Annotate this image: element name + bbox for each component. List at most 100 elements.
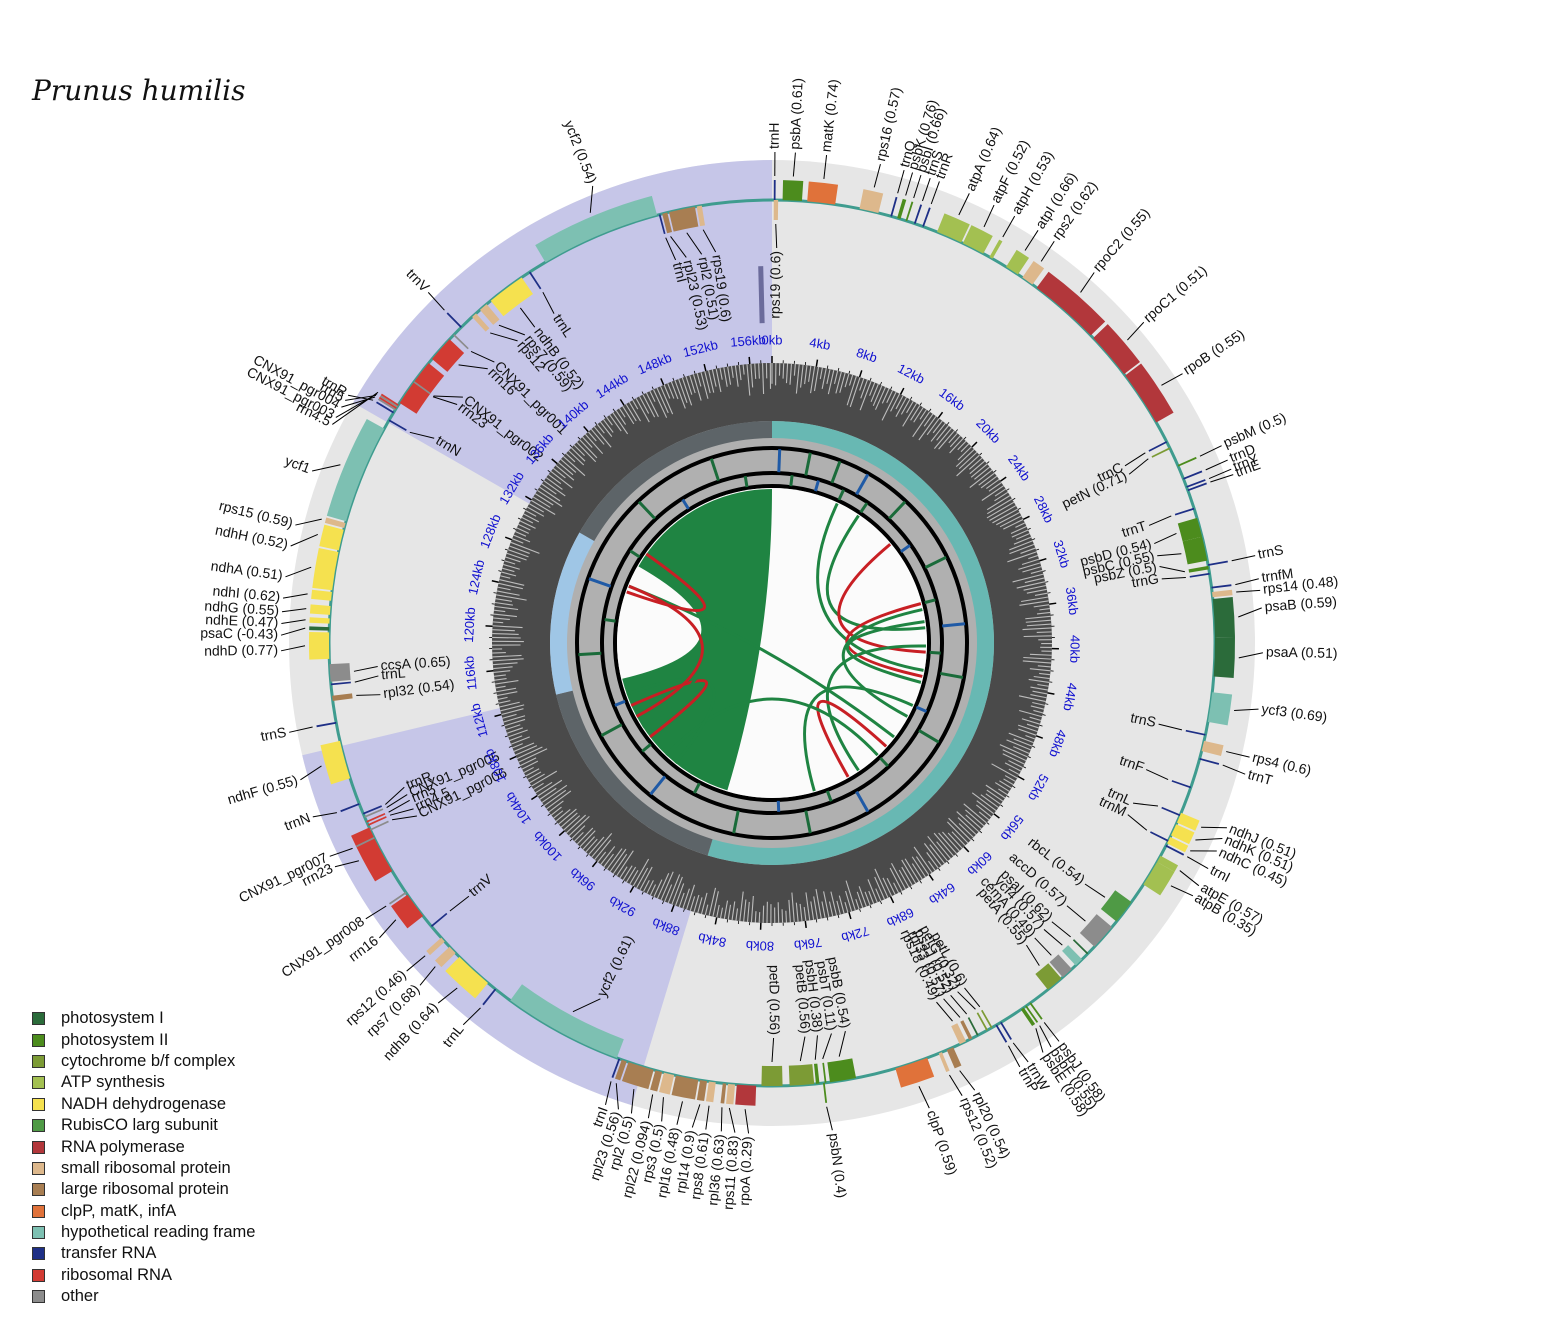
gc-bar	[525, 509, 537, 517]
gene-leader	[728, 1107, 736, 1133]
gc-bar	[682, 888, 690, 909]
gc-bar	[671, 876, 683, 905]
gc-bar	[548, 473, 562, 485]
gene-block	[1176, 812, 1200, 831]
gc-bar	[1004, 762, 1022, 772]
gc-bar	[1024, 577, 1045, 584]
gc-bar	[1004, 775, 1016, 782]
gc-bar	[646, 880, 654, 894]
repeat-mark	[929, 650, 941, 655]
legend-label: small ribosomal protein	[61, 1158, 231, 1177]
gene-block	[981, 1009, 993, 1029]
scale-tick-label: 84kb	[697, 930, 728, 950]
scale-minor-tick	[837, 367, 840, 372]
gene-block	[890, 196, 898, 217]
gene-label: psaA (0.51)	[1266, 644, 1338, 661]
gene-block	[311, 589, 332, 601]
gene-label: ycf1	[283, 452, 313, 476]
scale-minor-tick	[540, 804, 544, 807]
legend-label: large ribosomal protein	[61, 1180, 229, 1199]
gc-bar	[494, 678, 507, 681]
gene-block	[1000, 1021, 1012, 1040]
legend-item: small ribosomal protein	[32, 1158, 255, 1179]
gene-leader	[943, 998, 961, 1018]
legend-swatch	[32, 1054, 45, 1068]
gc-bar	[1039, 608, 1050, 611]
gc-bar	[519, 520, 536, 529]
gc-bar	[632, 858, 650, 887]
gene-block	[324, 517, 346, 529]
gene-leader	[897, 169, 905, 194]
gc-bar	[1019, 600, 1049, 606]
gc-bar	[793, 363, 796, 376]
gene-block	[788, 1064, 815, 1086]
scale-tick-label: 44kb	[1060, 682, 1080, 712]
gene-leader	[300, 765, 322, 781]
gene-leader	[334, 860, 360, 868]
gc-bar	[530, 499, 556, 516]
gene-block	[329, 663, 351, 682]
repeat-track-inner	[613, 484, 931, 802]
gc-bar	[976, 800, 995, 815]
gene-block	[510, 984, 624, 1058]
gc-bar	[1029, 668, 1051, 672]
gc-bar	[493, 613, 517, 618]
gene-leader	[705, 1105, 710, 1130]
legend-item: NADH dehydrogenase	[32, 1094, 255, 1115]
gc-bar	[503, 715, 526, 723]
scale-minor-tick	[919, 402, 922, 406]
gc-bar	[844, 902, 849, 913]
scale-minor-tick	[1027, 756, 1031, 759]
gene-leader	[470, 351, 495, 363]
gc-content-bars	[492, 363, 1053, 923]
scale-tick-label: 124kb	[465, 558, 487, 596]
legend-item: clpP, matK, infA	[32, 1201, 255, 1222]
gene-leader	[814, 1035, 818, 1060]
gc-bar	[609, 414, 622, 432]
gc-bar	[859, 378, 865, 391]
repeat-mark	[855, 790, 870, 813]
gc-bar	[552, 467, 566, 479]
gc-bar	[616, 850, 634, 877]
gc-bar	[969, 460, 986, 475]
scale-minor-tick	[1036, 735, 1040, 738]
gene-block	[445, 956, 488, 999]
scale-minor-tick	[869, 377, 872, 381]
scale-minor-tick	[938, 867, 941, 871]
scale-minor-tick	[612, 408, 616, 412]
scale-minor-tick	[534, 795, 538, 798]
gene-leader	[1222, 764, 1246, 775]
gc-bar	[582, 836, 596, 850]
scale-minor-tick	[662, 900, 664, 905]
gc-bar	[960, 443, 970, 453]
repeat-mark	[888, 500, 907, 520]
gc-bar	[895, 395, 904, 410]
scale-minor-tick	[1039, 559, 1043, 562]
gc-bar	[545, 477, 563, 490]
gc-bar	[618, 407, 626, 418]
gc-bar	[901, 866, 913, 886]
gene-label: ycf3 (0.69)	[1261, 700, 1329, 725]
gene-block	[1165, 844, 1185, 856]
legend-label: RNA polymerase	[61, 1137, 185, 1156]
gc-bar	[498, 700, 511, 704]
gc-bar	[911, 863, 923, 880]
scale-tick-label: 0kb	[762, 332, 783, 347]
scale-minor-tick	[993, 470, 997, 473]
gene-block	[696, 1080, 708, 1101]
gc-bar	[835, 371, 842, 394]
legend-label: photosystem I	[61, 1009, 164, 1028]
gene-block	[905, 201, 914, 222]
gene-leader	[922, 178, 931, 202]
gc-bar	[989, 505, 1017, 521]
gene-leader	[409, 431, 435, 439]
gene-block	[351, 827, 393, 882]
gene-leader	[744, 1109, 750, 1134]
gc-bar	[1023, 635, 1052, 638]
gene-label: ndhG (0.55)	[204, 598, 280, 619]
gc-bar	[642, 394, 656, 418]
gc-bar	[999, 780, 1012, 789]
gene-leader	[1133, 802, 1159, 807]
repeat-chord	[845, 602, 923, 678]
gc-bar	[510, 736, 530, 745]
